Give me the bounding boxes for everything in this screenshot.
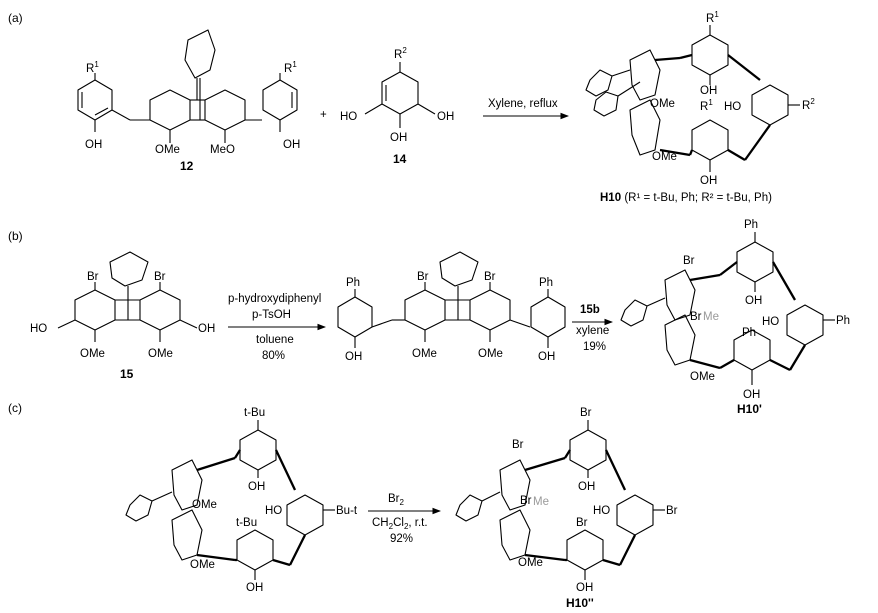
- sc-oh-top: OH: [248, 481, 265, 493]
- hpp-oh-bottom: OH: [576, 582, 593, 594]
- c15-ome-left: OMe: [80, 348, 105, 360]
- sc-oh-bottom: OH: [246, 582, 263, 594]
- reagent-c: Br2: [388, 493, 405, 507]
- c15-br-left: Br: [87, 271, 99, 283]
- cond-b1-1: p-hydroxydiphenyl: [228, 293, 321, 305]
- h10p-ome: OMe: [690, 371, 715, 383]
- h10p-ph-inner: Ph: [742, 327, 756, 339]
- hpp-ho: HO: [593, 505, 610, 517]
- int-oh-left: OH: [345, 351, 362, 363]
- c14-oh-right: OH: [437, 111, 454, 123]
- h10p-ph-top: Ph: [744, 219, 758, 231]
- c15-br-right: Br: [154, 271, 166, 283]
- plus-sign: +: [320, 109, 327, 121]
- compound-14-structure: [364, 62, 436, 128]
- int-ome-left: OMe: [412, 348, 437, 360]
- h10-double-prime-label: H10'': [566, 596, 594, 610]
- reagent-b2: 15b: [580, 304, 600, 316]
- sc-ome-1: OMe: [192, 499, 217, 511]
- compound-12-structure: [77, 29, 298, 143]
- hpp-me-grey: Me: [533, 496, 549, 508]
- c12-r1-right: R1: [284, 60, 297, 75]
- panel-label-c: (c): [8, 401, 22, 415]
- hpp-br-left: Br: [512, 439, 524, 451]
- c12-r1-left: R1: [86, 60, 99, 75]
- h10-prime-structure: [620, 232, 835, 385]
- intermediate-structure: [337, 251, 566, 348]
- h10p-me-grey: Me: [703, 311, 719, 323]
- h10-structure: [585, 25, 800, 172]
- hpp-br-bottom-ring: Br: [576, 517, 588, 529]
- compound-15-structure: [57, 251, 198, 342]
- c15-ome-right: OMe: [148, 348, 173, 360]
- cond-b1-2: p-TsOH: [252, 309, 291, 321]
- h10-r1-top: R1: [706, 10, 719, 25]
- c12-oh-right: OH: [283, 139, 300, 151]
- h10-ome-1: OMe: [650, 98, 675, 110]
- hpp-oh-top: OH: [578, 481, 595, 493]
- h10-prime-label: H10': [737, 402, 762, 416]
- int-br-right: Br: [484, 271, 496, 283]
- panel-label-b: (b): [8, 229, 23, 243]
- panel-label-a: (a): [8, 11, 23, 25]
- solvent-c: CH2Cl2, r.t.: [372, 517, 428, 531]
- yield-b1: 80%: [262, 350, 285, 362]
- sc-but: Bu-t: [336, 505, 358, 517]
- h10p-br-top: Br: [683, 255, 695, 267]
- h10-r1-inner: R1: [700, 98, 713, 113]
- cond-a: Xylene, reflux: [488, 98, 558, 110]
- h10-oh-bottom: OH: [700, 175, 717, 187]
- int-ome-right: OMe: [478, 348, 503, 360]
- hpp-ome: OMe: [518, 557, 543, 569]
- cond-b1-3: toluene: [256, 334, 294, 346]
- c12-oh-left: OH: [85, 139, 102, 151]
- c14-r2: R2: [394, 46, 407, 61]
- h10p-br-inner: Br: [690, 311, 702, 323]
- h10-ho: HO: [724, 101, 741, 113]
- int-ph-right: Ph: [539, 277, 553, 289]
- h10p-ho: HO: [762, 316, 779, 328]
- sc-tbu-top: t-Bu: [244, 407, 265, 419]
- h10-oh-top: OH: [700, 85, 717, 97]
- c12-meo: MeO: [210, 144, 235, 156]
- h10-ome-2: OMe: [652, 151, 677, 163]
- hpp-br-right: Br: [666, 505, 678, 517]
- c12-ome: OMe: [155, 144, 180, 156]
- start-c-structure: [125, 420, 335, 580]
- c15-oh: OH: [198, 323, 215, 335]
- int-br-left: Br: [417, 271, 429, 283]
- hpp-br-top: Br: [580, 407, 592, 419]
- hpp-br-inner: Br: [520, 495, 532, 507]
- h10p-oh-bottom: OH: [743, 389, 760, 401]
- sc-ho: HO: [265, 505, 282, 517]
- compound-15-label: 15: [120, 367, 134, 381]
- compound-14-label: 14: [393, 152, 407, 166]
- c14-ho: HO: [340, 111, 357, 123]
- int-oh-right: OH: [538, 351, 555, 363]
- h10-caption: H10 (R¹ = t-Bu, Ph; R² = t-Bu, Ph): [600, 192, 772, 204]
- int-ph-left: Ph: [346, 277, 360, 289]
- solvent-b2: xylene: [576, 325, 609, 337]
- sc-ome-2: OMe: [190, 559, 215, 571]
- compound-12-label: 12: [180, 159, 194, 173]
- c15-ho: HO: [30, 323, 47, 335]
- h10p-ph-right: Ph: [836, 315, 850, 327]
- h10-double-prime-structure: [455, 420, 665, 580]
- h10p-oh-top: OH: [745, 295, 762, 307]
- sc-tbu-inner: t-Bu: [236, 517, 257, 529]
- yield-b2: 19%: [583, 341, 606, 353]
- c14-oh-bottom: OH: [390, 132, 407, 144]
- yield-c: 92%: [390, 533, 413, 545]
- h10-r2: R2: [802, 97, 815, 112]
